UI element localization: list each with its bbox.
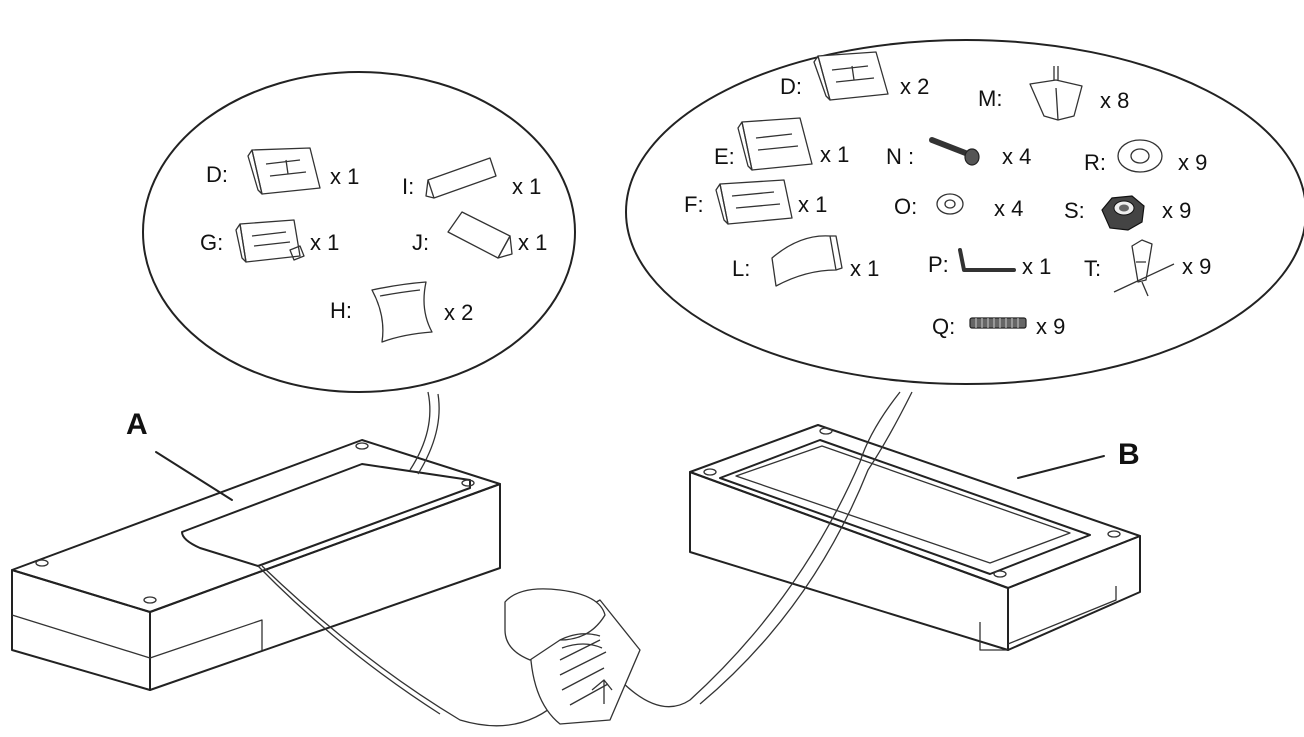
- part-g-qty: x 1: [310, 230, 339, 255]
- wedge-block-icon: [426, 158, 496, 198]
- callout-right: D: x 2 M: x 8 E: x 1 N : x 4: [626, 40, 1304, 384]
- part-q-qty: x 9: [1036, 314, 1065, 339]
- box-b-label: B: [1118, 438, 1140, 471]
- part-r-letter: R:: [1084, 150, 1106, 175]
- wedge-block-icon: [448, 212, 512, 258]
- part-i-qty: x 1: [512, 174, 541, 199]
- part-h-letter: H:: [330, 298, 352, 323]
- cushion-icon: [716, 180, 792, 224]
- allen-key-icon: [960, 250, 1014, 270]
- part-q-letter: Q:: [932, 314, 955, 339]
- nut-icon: [1102, 196, 1144, 230]
- bracket-icon: [1114, 240, 1174, 296]
- box-a-label: A: [126, 408, 148, 441]
- curved-block-icon: [772, 236, 842, 286]
- part-m-qty: x 8: [1100, 88, 1129, 113]
- part-n-qty: x 4: [1002, 144, 1031, 169]
- box-a-leader: [156, 452, 232, 500]
- part-g-letter: G:: [200, 230, 223, 255]
- part-p-qty: x 1: [1022, 254, 1051, 279]
- part-f-qty: x 1: [798, 192, 827, 217]
- washer-icon: [1118, 140, 1162, 172]
- callout-left: D: x 1 I: x 1 G: x 1 J: x 1 H:: [143, 72, 575, 392]
- part-d-letter: D:: [206, 162, 228, 187]
- part-t-qty: x 9: [1182, 254, 1211, 279]
- part-s-qty: x 9: [1162, 198, 1191, 223]
- part-d2-letter: D:: [780, 74, 802, 99]
- part-t-letter: T:: [1084, 256, 1101, 281]
- part-p-letter: P:: [928, 252, 949, 277]
- part-m-letter: M:: [978, 86, 1002, 111]
- part-e-qty: x 1: [820, 142, 849, 167]
- bolt-icon: [932, 140, 979, 165]
- part-n-letter: N :: [886, 144, 914, 169]
- cushion-icon: [248, 148, 320, 194]
- part-d2-qty: x 2: [900, 74, 929, 99]
- part-j-letter: J:: [412, 230, 429, 255]
- part-i-letter: I:: [402, 174, 414, 199]
- box-b: [690, 425, 1140, 650]
- cushion-with-tag-icon: [236, 220, 304, 262]
- part-d-qty: x 1: [330, 164, 359, 189]
- part-s-letter: S:: [1064, 198, 1085, 223]
- part-h-qty: x 2: [444, 300, 473, 325]
- box-a: [12, 440, 500, 690]
- part-r-qty: x 9: [1178, 150, 1207, 175]
- cushion-icon: [738, 118, 812, 170]
- tapered-leg-icon: [1030, 66, 1082, 120]
- part-o-qty: x 4: [994, 196, 1023, 221]
- packing-list-card: [505, 589, 640, 724]
- part-j-qty: x 1: [518, 230, 547, 255]
- threaded-rod-icon: [970, 318, 1026, 328]
- part-l-qty: x 1: [850, 256, 879, 281]
- cushion-icon: [814, 52, 888, 100]
- part-o-letter: O:: [894, 194, 917, 219]
- pillow-icon: [372, 282, 432, 342]
- part-f-letter: F:: [684, 192, 704, 217]
- part-e-letter: E:: [714, 144, 735, 169]
- box-b-leader: [1018, 456, 1104, 478]
- part-l-letter: L:: [732, 256, 750, 281]
- small-washer-icon: [937, 194, 963, 214]
